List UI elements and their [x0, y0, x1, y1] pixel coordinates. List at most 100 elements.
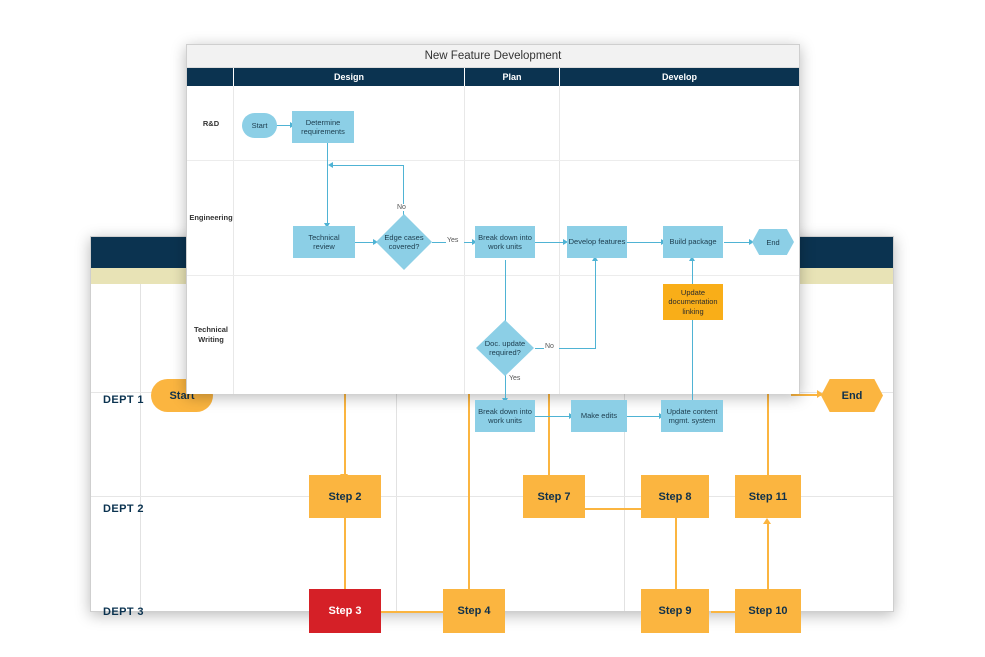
- fg-lane-label-technical-writing-line2: Writing: [198, 335, 224, 344]
- fg-node-update-doc-line2: documentation: [668, 297, 718, 307]
- flowchart-body: R&D Engineering Technical Writing No: [187, 86, 799, 432]
- column-header-develop: Develop: [559, 68, 799, 86]
- fg-node-build-package[interactable]: Build package: [663, 226, 723, 258]
- fg-node-break-down-work-units-engineering[interactable]: Break down into work units: [475, 226, 535, 258]
- bg-connector-step2-step3: [344, 518, 346, 604]
- fg-arrowhead-determine-loop: [328, 162, 333, 168]
- fg-node-update-doc-line1: Update: [680, 287, 706, 297]
- fg-connector-technical-edgecases: [355, 242, 376, 243]
- fg-connector-start-determine: [272, 125, 292, 126]
- bg-connector-step10-step11: [767, 524, 769, 596]
- column-header-design: Design: [233, 68, 464, 86]
- bg-connector-top-step4: [468, 344, 470, 610]
- fg-lane-divider: [187, 160, 799, 161]
- bg-node-end-label: End: [841, 389, 863, 402]
- bg-node-step8[interactable]: Step 8: [641, 475, 709, 518]
- fg-arrowhead-build-package-doc: [689, 256, 695, 261]
- fg-column-divider: [233, 86, 234, 394]
- fg-arrowhead-edge-cases: [373, 239, 378, 245]
- fg-arrowhead-breakdown-eng: [472, 239, 477, 245]
- bg-connector-top-step7: [548, 344, 550, 475]
- fg-connector-docupdate-no-b: [559, 348, 596, 349]
- bg-node-step3[interactable]: Step 3: [309, 589, 381, 633]
- bg-node-step2-label: Step 2: [328, 490, 362, 503]
- fg-node-technical-review-line1: Technical: [308, 232, 340, 242]
- bg-lane-label-dept-3: DEPT 3: [103, 606, 144, 618]
- fg-connector-edgecases-no-horizontal: [333, 165, 404, 166]
- fg-connector-edgecases-yes-b: [464, 242, 475, 243]
- bg-node-step2[interactable]: Step 2: [309, 475, 381, 518]
- flowchart-title-bar: New Feature Development: [187, 45, 799, 68]
- fg-connector-edgecases-no-vertical: [403, 165, 404, 215]
- fg-node-update-documentation-linking[interactable]: Update documentation linking: [663, 284, 723, 320]
- bg-connector-start-step2: [344, 344, 346, 474]
- fg-connector-breakdown-makeedits: [535, 416, 571, 417]
- bg-node-step11[interactable]: Step 11: [735, 475, 801, 518]
- fg-node-end-label: End: [766, 237, 780, 247]
- bg-node-step3-label: Step 3: [328, 605, 362, 617]
- fg-node-breakdown-eng-line1: Break down into: [478, 232, 532, 242]
- fg-node-doc-update-line1: Doc. update: [484, 338, 526, 348]
- fg-lane-label-engineering: Engineering: [189, 213, 233, 222]
- bg-connector-step3-step4: [381, 611, 443, 613]
- bg-connector-top-step11: [767, 344, 769, 489]
- fg-node-build-package-label: Build package: [669, 237, 717, 247]
- fg-lane-label-technical-writing: Technical Writing: [191, 325, 231, 345]
- fg-node-start-label: Start: [251, 121, 268, 130]
- fg-lane-label-rd: R&D: [202, 119, 220, 128]
- fg-node-develop-features[interactable]: Develop features: [567, 226, 627, 258]
- bg-node-step10[interactable]: Step 10: [735, 589, 801, 633]
- bg-column-divider: [624, 284, 625, 611]
- fg-node-technical-review-line2: review: [313, 242, 335, 251]
- fg-arrowhead-end: [749, 239, 754, 245]
- fg-edge-label-no-docupdate: No: [544, 343, 555, 350]
- fg-node-doc-update-required[interactable]: Doc. update required?: [476, 320, 534, 376]
- bg-node-step8-label: Step 8: [658, 490, 692, 503]
- bg-node-step11-label: Step 11: [748, 490, 788, 503]
- fg-connector-updatecontent-updatedoc: [692, 305, 693, 405]
- fg-node-develop-features-label: Develop features: [568, 237, 626, 247]
- fg-connector-determine-technical: [327, 143, 328, 226]
- fg-node-technical-review[interactable]: Technical review: [293, 226, 355, 258]
- fg-node-end[interactable]: End: [752, 229, 794, 255]
- bg-connector-step7-step8: [585, 508, 641, 510]
- bg-lane-label-dept-2: DEPT 2: [103, 503, 144, 515]
- fg-connector-develop-build: [627, 242, 663, 243]
- foreground-flowchart-panel[interactable]: New Feature Development Design Plan Deve…: [186, 44, 800, 432]
- bg-node-step9[interactable]: Step 9: [641, 589, 709, 633]
- fg-column-divider: [464, 86, 465, 394]
- flowchart-column-header-row: Design Plan Develop: [187, 68, 799, 86]
- fg-edge-label-yes-edgecases: Yes: [446, 237, 460, 244]
- fg-node-make-edits[interactable]: Make edits: [571, 400, 627, 432]
- fg-node-start[interactable]: Start: [242, 113, 277, 138]
- bg-node-step7[interactable]: Step 7: [523, 475, 585, 518]
- fg-arrowhead-technical-review: [324, 223, 330, 228]
- fg-node-break-down-work-units-technical-writing[interactable]: Break down into work units: [475, 400, 535, 432]
- bg-node-step9-label: Step 9: [658, 605, 692, 617]
- fg-node-determine-requirements-line2: requirements: [301, 127, 345, 136]
- fg-connector-breakdown-develop: [535, 242, 565, 243]
- fg-node-update-content-line1: Update content: [666, 406, 718, 416]
- fg-connector-docupdate-no-vertical: [595, 261, 596, 348]
- fg-node-edge-cases-line1: Edge cases: [384, 232, 424, 242]
- bg-node-end[interactable]: End: [821, 379, 883, 412]
- bg-node-step4[interactable]: Step 4: [443, 589, 505, 633]
- bg-column-divider: [140, 284, 141, 611]
- fg-connector-build-end: [724, 242, 751, 243]
- fg-node-doc-update-line2: required?: [489, 348, 521, 357]
- bg-node-step10-label: Step 10: [748, 605, 788, 617]
- bg-connector-to-end: [791, 394, 821, 396]
- bg-arrowhead-end: [817, 390, 823, 398]
- fg-edge-label-yes-docupdate: Yes: [508, 375, 522, 382]
- fg-node-determine-requirements[interactable]: Determine requirements: [292, 111, 354, 143]
- fg-lane-label-technical-writing-line1: Technical: [193, 325, 229, 334]
- fg-lane-divider: [187, 275, 799, 276]
- fg-node-edge-cases-covered[interactable]: Edge cases covered?: [376, 214, 432, 270]
- fg-node-update-content-mgmt-system[interactable]: Update content mgmt. system: [661, 400, 723, 432]
- page-title: New Feature Development: [424, 50, 562, 62]
- fg-edge-label-no-edgecases: No: [396, 204, 407, 211]
- fg-connector-breakdown-docupdate: [505, 260, 506, 330]
- fg-column-divider: [559, 86, 560, 394]
- column-header-lane: [187, 68, 233, 86]
- bg-column-divider: [396, 284, 397, 611]
